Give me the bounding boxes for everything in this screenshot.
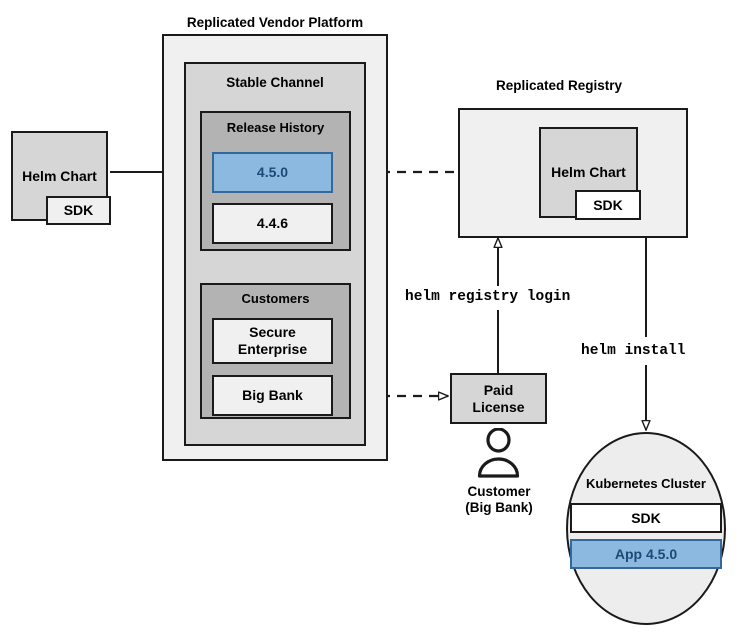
release-item-4-4-6-label: 4.4.6 [256, 215, 289, 232]
registry-title: Replicated Registry [495, 78, 623, 93]
customer-item-big-bank-label: Big Bank [242, 387, 303, 404]
source-helm-chart-label: Helm Chart [22, 167, 97, 184]
customers-label: Customers [241, 291, 310, 306]
stable-channel-label: Stable Channel [226, 75, 324, 90]
release-item-4-4-6[interactable]: 4.4.6 [212, 203, 333, 244]
release-history-label: Release History [226, 120, 325, 135]
registry-helm-chart-label: Helm Chart [551, 164, 626, 181]
kubernetes-cluster-label: Kubernetes Cluster [586, 476, 706, 491]
customer-actor-line1: Customer [467, 484, 531, 499]
source-sdk-box: SDK [46, 196, 111, 225]
cluster-component-app: App 4.5.0 [570, 539, 722, 569]
customer-actor-line2: (Big Bank) [465, 500, 533, 516]
person-icon [477, 428, 520, 478]
cluster-component-app-label: App 4.5.0 [614, 545, 678, 562]
release-item-4-5-0-label: 4.5.0 [256, 164, 289, 181]
command-helm-registry-login: helm registry login [402, 289, 574, 305]
registry-sdk-label: SDK [593, 196, 623, 213]
source-sdk-label: SDK [63, 202, 94, 219]
release-item-4-5-0[interactable]: 4.5.0 [212, 152, 333, 193]
cluster-component-sdk-label: SDK [631, 509, 661, 526]
customer-actor-label: Customer (Big Bank) [440, 484, 558, 517]
vendor-platform-title: Replicated Vendor Platform [186, 15, 364, 30]
registry-sdk-box: SDK [575, 190, 641, 220]
customer-item-big-bank[interactable]: Big Bank [212, 375, 333, 416]
command-helm-install: helm install [578, 343, 689, 359]
cluster-component-sdk: SDK [570, 503, 722, 533]
